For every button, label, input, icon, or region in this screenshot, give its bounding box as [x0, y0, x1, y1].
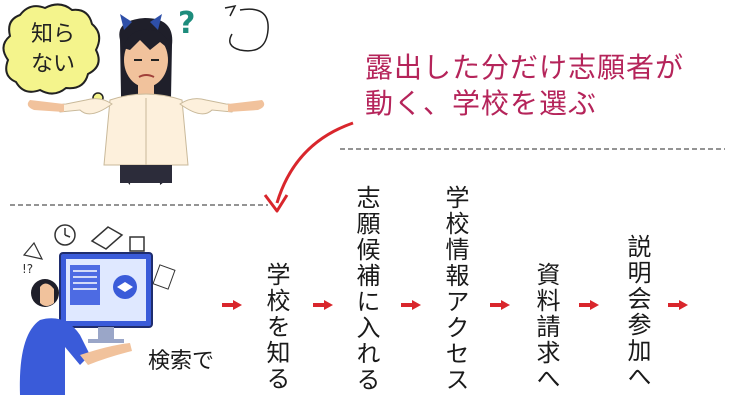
step-label-3: 学校情報アクセス — [441, 185, 469, 393]
dashed-divider-right — [340, 148, 725, 150]
confused-woman-illustration — [27, 4, 269, 185]
flow-arrow-icon — [401, 300, 421, 310]
dashed-divider-left — [10, 204, 268, 206]
thought-bubble — [2, 3, 104, 104]
flow-arrow-icon — [490, 300, 510, 310]
step-label-2: 志願候補に入れる — [352, 185, 380, 393]
step-label-5: 説明会参加へ — [623, 234, 651, 390]
question-mark-icon: ? — [178, 6, 196, 41]
step-label-1: 学校を知る — [262, 262, 290, 392]
searching-person-illustration: !? — [19, 224, 176, 395]
svg-text:!?: !? — [22, 262, 33, 276]
thought-bubble-text: 知ら ない — [30, 22, 75, 77]
flow-arrow-icon — [668, 300, 688, 310]
flow-arrow-icon — [313, 300, 333, 310]
step-label-4: 資料請求へ — [532, 262, 560, 392]
flow-arrow-icon — [579, 300, 599, 310]
flow-arrow-icon — [222, 300, 242, 310]
curved-red-arrow — [263, 121, 354, 213]
search-label: 検索で — [148, 349, 215, 374]
headline: 露出した分だけ志願者が 動く、学校を選ぶ — [365, 51, 685, 120]
